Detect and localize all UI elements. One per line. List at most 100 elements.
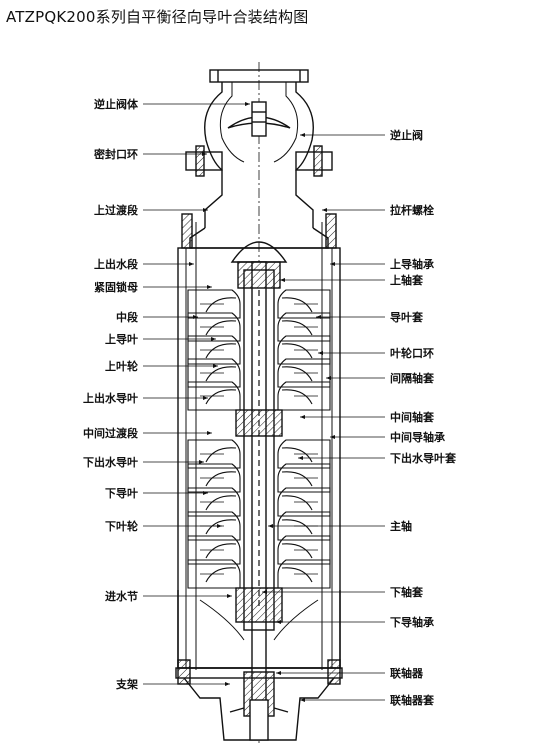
leader-arrow xyxy=(203,491,208,495)
callout-label: 上导轴承 xyxy=(390,257,435,271)
callout-label: 密封口环 xyxy=(94,147,138,161)
impeller-vane-left xyxy=(205,519,237,535)
diffuser-right xyxy=(277,487,331,517)
impeller-vane-left xyxy=(205,495,237,511)
leader-arrow xyxy=(276,620,281,624)
leader-arrow xyxy=(268,524,273,528)
stage-4 xyxy=(187,381,331,411)
leader-arrow xyxy=(225,682,230,686)
right-callouts: 逆止阀拉杆螺栓上导轴承上轴套导叶套叶轮口环间隔轴套中间轴套中间导轴承下出水导叶套… xyxy=(262,128,457,707)
diffuser-left xyxy=(187,487,241,517)
impeller-vane-left xyxy=(205,343,237,359)
diffuser-right xyxy=(277,559,331,589)
leader-arrow xyxy=(211,337,216,341)
impeller-vane-right xyxy=(281,567,313,583)
callout-label: 上过渡段 xyxy=(94,203,138,217)
callout-label: 上出水导叶 xyxy=(83,391,138,405)
leader-arrow xyxy=(207,285,212,289)
impeller-vane-right xyxy=(281,447,313,463)
leader-arrow xyxy=(199,460,204,464)
callout-label: 中段 xyxy=(116,310,138,324)
leader-arrow xyxy=(245,102,250,106)
pump-body xyxy=(177,62,341,746)
leader-arrow xyxy=(322,208,327,212)
callout-label: 上导叶 xyxy=(105,332,138,346)
top-flange xyxy=(209,69,309,83)
impeller-vane-left xyxy=(205,567,237,583)
stage-6 xyxy=(187,463,331,493)
stage-2 xyxy=(187,335,331,365)
diffuser-right xyxy=(277,335,331,365)
lower-bearing xyxy=(235,587,283,623)
leader-arrow xyxy=(262,590,267,594)
diffuser-right xyxy=(277,289,331,319)
impeller-vane-left xyxy=(205,320,237,336)
leader-arrow xyxy=(326,376,331,380)
leader-arrow xyxy=(276,671,281,675)
diffuser-left xyxy=(187,312,241,342)
callout-label: 紧固锁母 xyxy=(94,280,138,294)
stage-3 xyxy=(187,358,331,388)
stage-1 xyxy=(187,312,331,342)
diffuser-right xyxy=(277,463,331,493)
leader-arrow xyxy=(217,524,222,528)
diffuser-left xyxy=(187,463,241,493)
coupling-sleeve xyxy=(249,699,269,741)
leader-arrow xyxy=(330,435,335,439)
callout-label: 下叶轮 xyxy=(105,519,138,533)
leader-arrow xyxy=(202,152,207,156)
leader-arrow xyxy=(193,315,198,319)
diffuser-left xyxy=(187,381,241,411)
impeller-vane-right xyxy=(281,343,313,359)
callout-label: 中间轴套 xyxy=(390,410,435,424)
callout-label: 上轴套 xyxy=(390,273,424,287)
diffuser-right xyxy=(277,381,331,411)
callout-label: 上出水段 xyxy=(94,257,138,271)
callout-label: 支架 xyxy=(115,677,138,691)
leader-arrow xyxy=(300,698,305,702)
diffuser-left xyxy=(187,559,241,589)
impeller-vane-right xyxy=(281,543,313,559)
leader-arrow xyxy=(227,594,232,598)
impeller-vane-left xyxy=(205,471,237,487)
impeller-vane-left xyxy=(205,297,237,313)
callout-label: 间隔轴套 xyxy=(390,371,435,385)
diffuser-right xyxy=(277,439,331,469)
leader-arrow xyxy=(207,431,212,435)
callout-label: 下轴套 xyxy=(390,585,424,599)
diffuser-left xyxy=(187,335,241,365)
callout-label: 拉杆螺栓 xyxy=(390,203,434,217)
callout-label: 逆止阀 xyxy=(390,128,423,142)
stage-5 xyxy=(187,439,331,469)
impeller-vane-left xyxy=(205,366,237,382)
impeller-vane-right xyxy=(281,389,313,405)
diffuser-left xyxy=(187,535,241,565)
callout-label: 中间过渡段 xyxy=(83,426,138,440)
callout-label: 联轴器 xyxy=(390,666,424,680)
upper-bearing xyxy=(237,261,281,289)
base-section xyxy=(175,590,343,741)
middle-bearing xyxy=(235,409,283,437)
impeller-vane-right xyxy=(281,519,313,535)
callout-label: 联轴器套 xyxy=(390,693,435,707)
callout-label: 主轴 xyxy=(390,519,412,533)
callout-label: 下导轴承 xyxy=(390,615,435,629)
leader-arrow xyxy=(318,351,323,355)
impeller-vane-right xyxy=(281,495,313,511)
leader-arrow xyxy=(300,133,305,137)
diffuser-right xyxy=(277,312,331,342)
callout-label: 上叶轮 xyxy=(105,359,138,373)
diffuser-right xyxy=(277,358,331,388)
callout-label: 下出水导叶套 xyxy=(390,451,457,465)
leader-arrow xyxy=(300,415,305,419)
diffuser-left xyxy=(187,511,241,541)
impeller-vane-right xyxy=(281,297,313,313)
callout-label: 叶轮口环 xyxy=(390,346,434,360)
callout-label: 下导叶 xyxy=(105,486,138,500)
diffuser-left xyxy=(187,289,241,319)
stage-10 xyxy=(187,559,331,589)
leader-arrow xyxy=(203,208,208,212)
diffuser-left xyxy=(187,358,241,388)
impeller-vane-left xyxy=(205,543,237,559)
